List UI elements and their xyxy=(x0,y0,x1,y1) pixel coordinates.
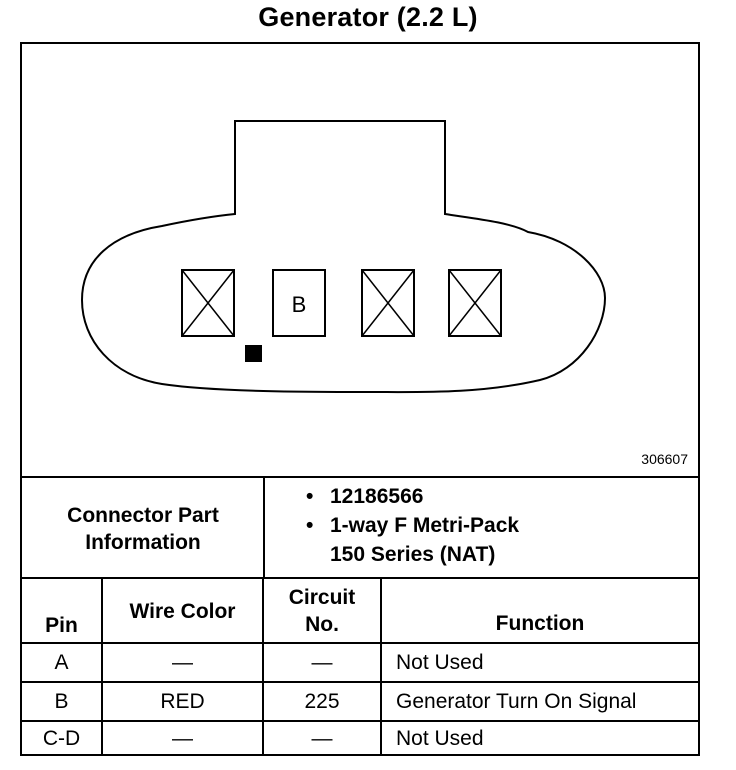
pin-cavity-a xyxy=(181,269,235,337)
header-circuit-no: Circuit No. xyxy=(264,582,380,640)
pin-a-locator-mark xyxy=(245,345,262,362)
row-divider xyxy=(20,642,700,644)
section-divider xyxy=(20,476,700,478)
header-wire-color: Wire Color xyxy=(129,599,236,623)
table-cell-pin: B xyxy=(54,689,69,713)
diagram-frame xyxy=(20,42,700,756)
header-pin: Pin xyxy=(45,613,78,637)
table-cell-wire-color: RED xyxy=(160,689,205,713)
table-cell-function: Not Used xyxy=(396,726,484,750)
table-cell-circuit: 225 xyxy=(304,689,340,713)
pin-cavity-c xyxy=(361,269,415,337)
info-divider xyxy=(263,477,265,578)
row-divider xyxy=(20,681,700,683)
info-label-line: Information xyxy=(85,531,201,554)
table-cell-wire-color: — xyxy=(172,650,193,674)
header-function: Function xyxy=(495,611,585,635)
pin-cavity-b: B xyxy=(272,269,326,337)
connector-type: 1-way F Metri-Pack 150 Series (NAT) xyxy=(306,511,519,569)
col-divider xyxy=(380,578,382,755)
part-number: 12186566 xyxy=(306,482,519,511)
table-cell-circuit: — xyxy=(311,650,333,674)
table-cell-pin: A xyxy=(54,650,69,674)
page-title: Generator (2.2 L) xyxy=(258,2,478,32)
pin-cavity-d xyxy=(448,269,502,337)
connector-outline xyxy=(80,120,607,394)
table-cell-circuit: — xyxy=(311,726,333,750)
col-divider xyxy=(262,578,264,755)
col-divider xyxy=(101,578,103,755)
section-divider xyxy=(20,577,700,579)
table-cell-function: Not Used xyxy=(396,650,484,674)
pin-b-label: B xyxy=(292,292,307,317)
connector-type-line: 1-way F Metri-Pack xyxy=(330,514,520,537)
connector-part-info-label: Connector Part Information xyxy=(22,502,264,556)
info-label-line: Connector Part xyxy=(67,504,219,527)
connector-part-info-list: 12186566 1-way F Metri-Pack 150 Series (… xyxy=(306,482,519,569)
row-divider xyxy=(20,720,700,722)
table-cell-function: Generator Turn On Signal xyxy=(396,689,637,713)
header-circuit-line: Circuit xyxy=(288,586,356,609)
table-cell-pin: C-D xyxy=(42,726,81,750)
connector-type-line: 150 Series (NAT) xyxy=(330,543,496,566)
header-circuit-line: No. xyxy=(305,613,339,636)
table-cell-wire-color: — xyxy=(172,726,193,750)
figure-id: 306607 xyxy=(641,451,688,467)
